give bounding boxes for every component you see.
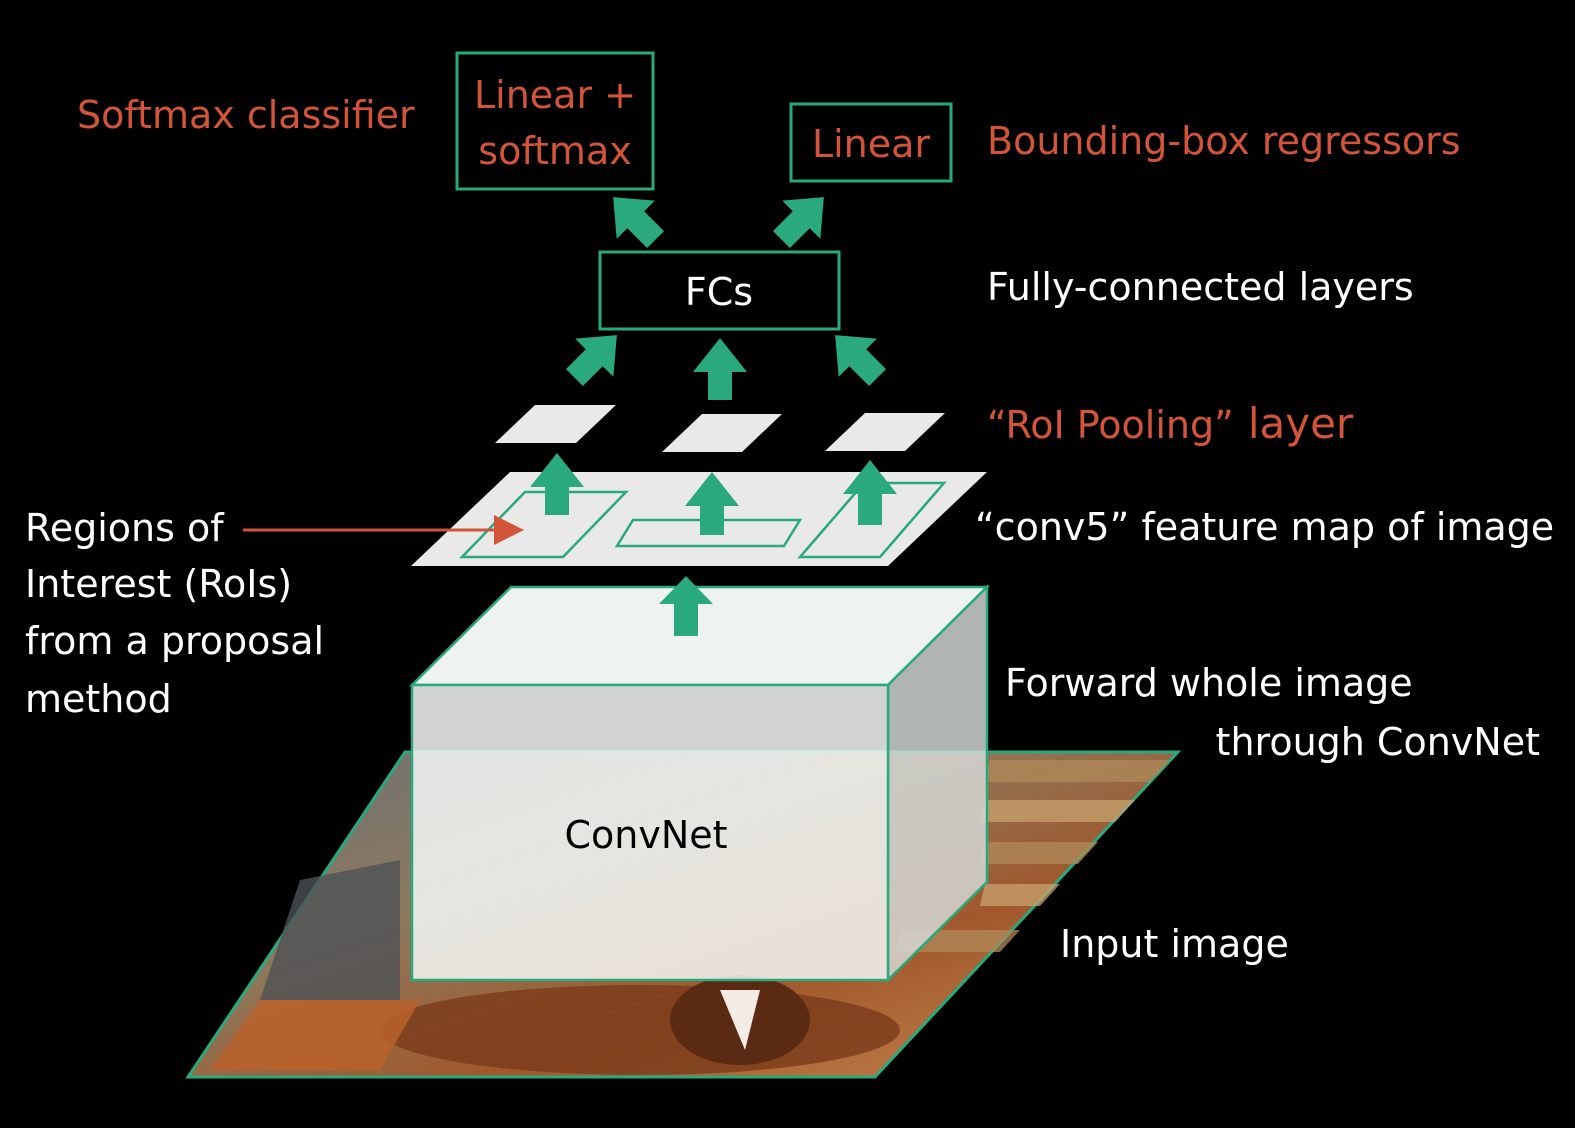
arrow-pool-right-up [835,335,887,387]
roi-pooling-outputs [495,405,945,452]
fcs-text: FCs [685,270,753,314]
arrow-fc-to-softmax [613,197,665,249]
input-image-label: Input image [1060,922,1289,966]
linear-softmax-box [455,51,655,191]
pooled-feature-right [825,413,945,451]
pooled-feature-middle [662,414,782,452]
arrow-roi-middle-up [685,472,739,535]
rois-label-line4: method [25,677,172,721]
rois-label-line3: from a proposal [25,619,324,663]
arrow-roi-left-up [530,453,584,515]
arrow-pool-left-up [565,335,617,387]
pooled-feature-left [495,405,616,443]
arrow-pool-middle-up [693,338,747,400]
conv5-feature-map [411,472,987,566]
linear-box [789,102,953,183]
linear-text: Linear [812,122,930,166]
rois-label-line1: Regions of [25,506,225,550]
arrow-fc-to-linear [772,197,824,249]
roi-pooling-label: “RoI Pooling”layer [987,399,1354,448]
convnet-text: ConvNet [564,813,727,857]
linear-softmax-text-1: Linear + [474,73,636,117]
forward-label-line2: through ConvNet [1216,720,1540,764]
linear-softmax-text-2: softmax [478,129,631,173]
roi-box-left [459,490,629,559]
roi-box-middle [614,518,803,548]
softmax-classifier-label: Softmax classifier [77,93,415,137]
forward-label-line1: Forward whole image [1005,661,1413,705]
roi-box-right [797,481,947,559]
green-arrows [530,197,897,636]
arrow-roi-right-up [843,460,897,525]
arrow-convnet-to-conv5 [659,576,713,636]
bbox-regressors-label: Bounding-box regressors [987,119,1461,163]
fcs-box [598,250,841,331]
conv5-label: “conv5” feature map of image [975,505,1554,549]
fully-connected-label: Fully-connected layers [987,265,1414,309]
rois-label-line2: Interest (RoIs) [25,562,292,606]
convnet-block [408,584,991,983]
